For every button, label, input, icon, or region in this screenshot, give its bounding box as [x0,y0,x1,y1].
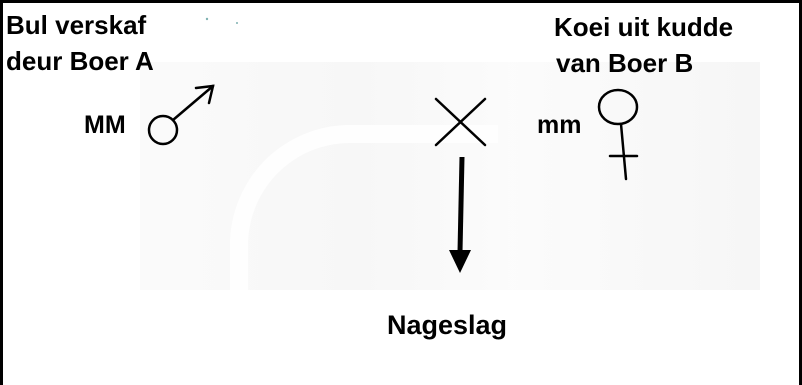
bull-description-line2: deur Boer A [6,46,154,76]
female-symbol-circle [597,88,639,126]
female-symbol-stem [619,122,628,181]
speck-marks [205,17,238,24]
offspring-label: Nageslag [387,310,508,340]
speck-mark [236,22,238,24]
cow-description-line1: Koei uit kudde [554,12,734,42]
speck-mark [205,17,209,21]
cow-description-line2: van Boer B [556,48,694,78]
bull-description-line1: Bul verskaf [6,10,147,40]
cross-stroke-2 [434,97,487,147]
cross-multiply-icon [434,97,487,147]
bull-genotype: MM [84,111,126,139]
down-arrow-head [449,250,471,273]
down-arrow-shaft [457,156,465,253]
male-symbol-circle [147,114,179,146]
cow-genotype: mm [537,111,582,139]
male-symbol-icon [147,84,215,146]
female-symbol-icon [597,88,639,181]
male-symbol-shaft [171,84,215,122]
down-arrow-icon [449,156,471,273]
male-symbol-arrowhead [194,84,215,105]
